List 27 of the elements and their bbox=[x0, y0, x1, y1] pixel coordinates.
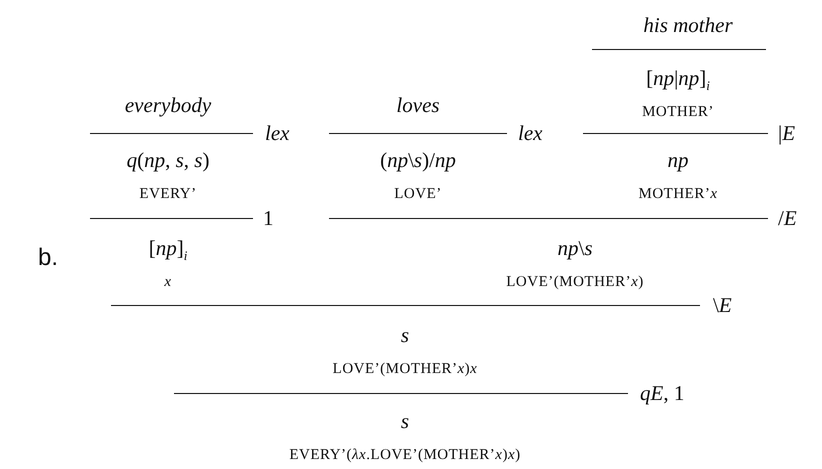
rule-name: /E bbox=[778, 205, 797, 231]
semantic-term: EVERY’(λx.LOVE’(MOTHER’x)x) bbox=[289, 446, 521, 465]
rule-name: |E bbox=[778, 120, 796, 146]
category-formula: q(np, s, s) bbox=[126, 147, 210, 174]
semantic-term: LOVE’(MOTHER’x)x bbox=[332, 360, 478, 379]
category-formula: s bbox=[400, 408, 410, 435]
rule-name: lex bbox=[518, 120, 542, 146]
rule-name: lex bbox=[265, 120, 290, 146]
semantic-term: MOTHER’ bbox=[642, 103, 714, 122]
semantic-term: x bbox=[164, 273, 172, 292]
semantic-term: LOVE’ bbox=[394, 185, 442, 204]
category-formula: [np]$_{i}$ bbox=[148, 235, 188, 265]
word: his mother bbox=[643, 12, 733, 39]
category-formula: (np\s)/np bbox=[380, 147, 456, 174]
category-formula: np\s bbox=[557, 235, 592, 262]
word: loves bbox=[396, 92, 440, 119]
semantic-term: EVERY’ bbox=[139, 185, 197, 204]
rule-name: 1 bbox=[263, 205, 274, 231]
semantic-term: LOVE’(MOTHER’x) bbox=[506, 273, 644, 292]
semantic-term: MOTHER’x bbox=[638, 185, 718, 204]
category-formula: np bbox=[668, 147, 688, 174]
example-letter: b. bbox=[38, 244, 58, 272]
word: everybody bbox=[124, 92, 212, 119]
category-formula: s bbox=[400, 322, 410, 349]
rule-name: \E bbox=[713, 292, 732, 318]
rule-name: qE, 1 bbox=[640, 380, 684, 406]
category-formula: [np|np]$_{i}$ bbox=[646, 65, 710, 95]
